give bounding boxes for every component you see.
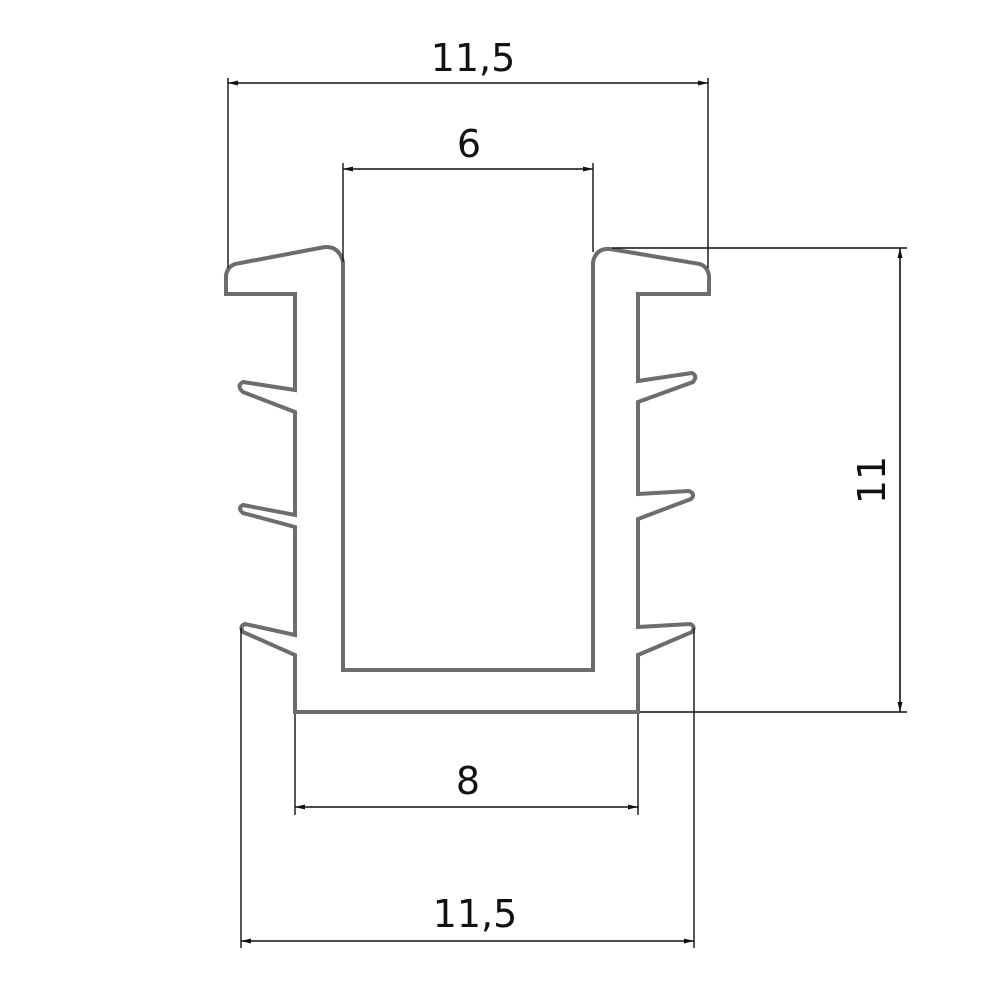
dim-label-base-width: 8 (456, 759, 480, 803)
u-channel-profile-outline (223, 244, 712, 714)
dim-label-inner-width: 6 (457, 122, 481, 166)
dim-label-height: 11 (850, 456, 894, 504)
dim-label-bottom-width: 11,5 (433, 892, 518, 936)
dim-label-top-width: 11,5 (431, 36, 516, 80)
